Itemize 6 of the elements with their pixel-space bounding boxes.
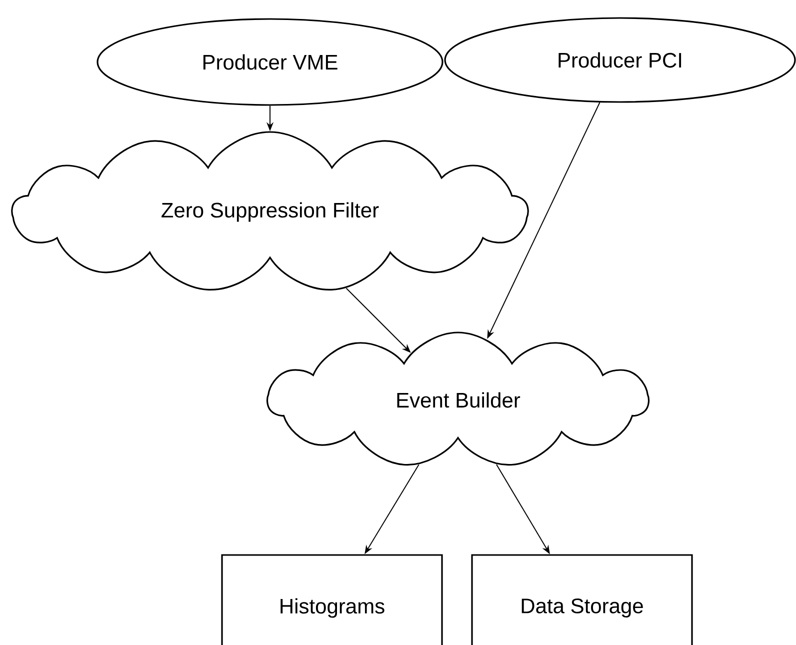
cloud-node: Event Builder — [266, 332, 650, 466]
ellipse-node: Producer VME — [96, 18, 444, 106]
ellipse-node: Producer PCI — [444, 17, 796, 103]
process-box: Data Storage — [471, 554, 693, 645]
cloud-node: Zero Suppression Filter — [11, 131, 529, 290]
process-box: Histograms — [221, 554, 443, 645]
